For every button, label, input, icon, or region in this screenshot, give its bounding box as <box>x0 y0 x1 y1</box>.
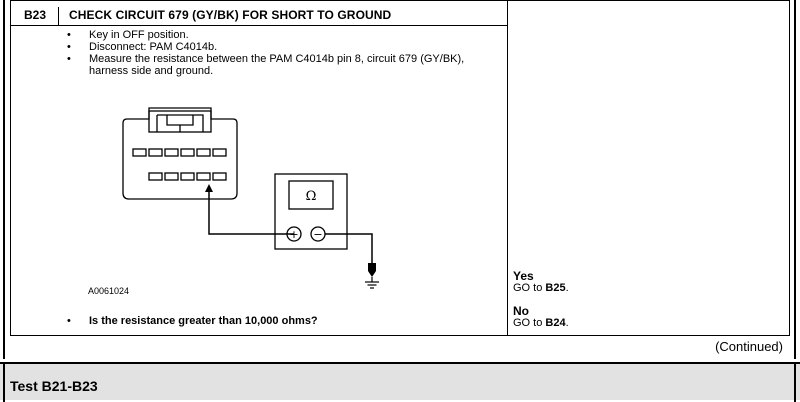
step-question: • Is the resistance greater than 10,000 … <box>61 315 318 327</box>
answer-yes-label: Yes <box>513 269 534 283</box>
wiring-diagram: Ω + − <box>122 107 379 289</box>
step-title: CHECK CIRCUIT 679 (GY/BK) FOR SHORT TO G… <box>69 8 392 22</box>
answer-no-prefix: GO to <box>513 317 546 329</box>
answer-yes-target-link[interactable]: B25 <box>545 282 566 294</box>
header-divider <box>11 25 507 26</box>
answer-no-target-link[interactable]: B24 <box>545 317 566 329</box>
probe-tip-arrow <box>205 184 213 192</box>
footer-border-left <box>3 364 5 402</box>
action-item: • Key in OFF position. <box>61 29 501 41</box>
test-footer: Test B21-B23 <box>0 362 800 402</box>
answer-yes-prefix: GO to <box>513 282 546 294</box>
ohmmeter-illustration <box>274 173 348 250</box>
figure-id: A0061024 <box>88 286 130 296</box>
action-text: Measure the resistance between the PAM C… <box>89 53 465 77</box>
connector-c4014b-illustration <box>122 107 238 200</box>
bullet-glyph: • <box>67 41 71 53</box>
bullet-glyph: • <box>67 53 71 65</box>
probe-minus-symbol: − <box>313 228 322 241</box>
probe-plus-symbol: + <box>289 228 298 241</box>
test-step-table: B23 CHECK CIRCUIT 679 (GY/BK) FOR SHORT … <box>10 0 790 336</box>
step-number-divider <box>58 7 59 25</box>
ground-probe-tip <box>368 263 376 277</box>
action-item: • Measure the resistance between the PAM… <box>61 53 501 77</box>
bullet-glyph: • <box>67 315 71 327</box>
action-text: Disconnect: PAM C4014b. <box>89 41 218 53</box>
answer-no-label: No <box>513 304 529 318</box>
ground-symbol <box>365 277 379 289</box>
footer-title: Test B21-B23 <box>10 378 98 394</box>
action-list: • Key in OFF position. • Disconnect: PAM… <box>61 29 501 77</box>
page-frame <box>3 0 796 359</box>
action-text: Key in OFF position. <box>89 29 189 41</box>
test-lead-positive <box>208 191 294 235</box>
step-number: B23 <box>24 8 47 22</box>
bullet-glyph: • <box>67 29 71 41</box>
answer-no-action: GO to B24. <box>513 317 569 329</box>
column-divider <box>507 1 508 335</box>
continued-label: (Continued) <box>715 339 783 354</box>
answer-yes-action: GO to B25. <box>513 282 569 294</box>
footer-border-right <box>794 364 796 402</box>
ohm-symbol: Ω <box>306 189 317 204</box>
test-lead-negative <box>325 233 373 263</box>
action-item: • Disconnect: PAM C4014b. <box>61 41 501 53</box>
question-text: Is the resistance greater than 10,000 oh… <box>89 315 318 327</box>
